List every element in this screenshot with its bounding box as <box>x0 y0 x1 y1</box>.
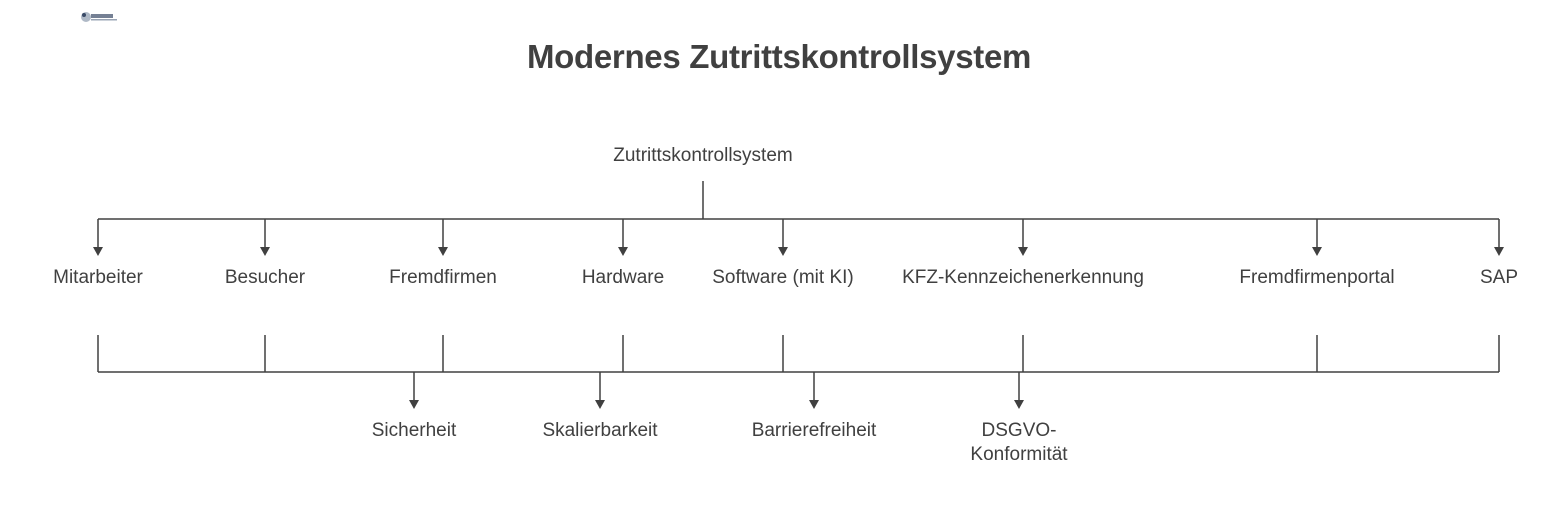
component-node-label: SAP <box>1480 267 1518 288</box>
arrow-head-icon <box>1018 247 1028 256</box>
component-node-label: Mitarbeiter <box>53 267 143 288</box>
component-node-label: Fremdfirmenportal <box>1239 267 1394 288</box>
quality-node-label: DSGVO- Konformität <box>970 420 1068 465</box>
arrow-head-icon <box>595 400 605 409</box>
quality-node-label: Skalierbarkeit <box>542 420 658 441</box>
fm-connect-logo <box>79 9 119 25</box>
quality-node-label-line: Skalierbarkeit <box>542 420 658 441</box>
quality-node-label-line: DSGVO- <box>982 420 1057 441</box>
page-title: Modernes Zutrittskontrollsystem <box>526 38 1032 75</box>
arrow-head-icon <box>260 247 270 256</box>
quality-node-label: Sicherheit <box>372 420 457 441</box>
arrow-head-icon <box>1312 247 1322 256</box>
quality-node-label-line: Barrierefreiheit <box>752 420 877 441</box>
component-node-label: KFZ-Kennzeichenerkennung <box>902 267 1144 288</box>
quality-node-label-line: Sicherheit <box>372 420 457 441</box>
quality-node-label: Barrierefreiheit <box>752 420 877 441</box>
root-node-label: Zutrittskontrollsystem <box>613 145 792 166</box>
quality-node-label-line: Konformität <box>970 444 1068 465</box>
arrow-head-icon <box>409 400 419 409</box>
arrow-head-icon <box>778 247 788 256</box>
arrow-head-icon <box>93 247 103 256</box>
arrow-head-icon <box>618 247 628 256</box>
component-node-label: Hardware <box>582 267 664 288</box>
component-node-label: Software (mit KI) <box>712 267 853 288</box>
arrow-head-icon <box>1014 400 1024 409</box>
component-node-label: Fremdfirmen <box>389 267 497 288</box>
arrow-head-icon <box>438 247 448 256</box>
arrow-head-icon <box>1494 247 1504 256</box>
quality-nodes: Sicherheit Skalierbarkeit Barrierefreiheit… <box>372 420 1069 465</box>
connector-lines <box>93 181 1504 409</box>
arrow-head-icon <box>809 400 819 409</box>
component-nodes: Mitarbeiter Besucher Fremdfirmen Hardware So… <box>53 267 1518 288</box>
component-node-label: Besucher <box>225 267 306 288</box>
